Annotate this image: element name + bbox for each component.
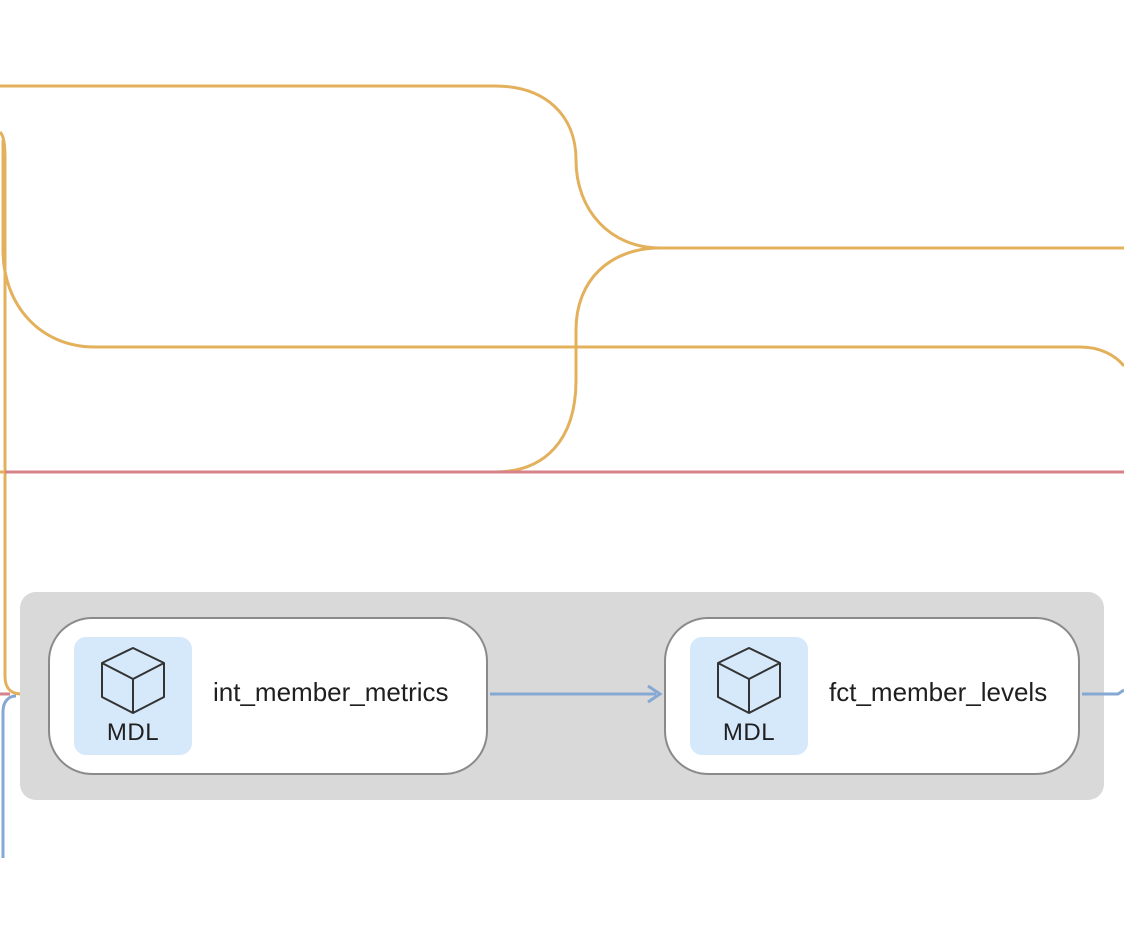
model-type-badge: MDL (690, 637, 808, 755)
edge-orange-top (0, 84, 1124, 250)
model-type-badge: MDL (74, 637, 192, 755)
cube-icon (717, 647, 781, 714)
edge-orange-curve-right (1, 140, 1124, 367)
edge-orange-lower (0, 246, 661, 474)
edge-blue-left (1, 694, 17, 858)
badge-label: MDL (722, 719, 776, 746)
node-int-member-metrics[interactable]: MDL int_member_metrics (48, 617, 488, 775)
badge-label: MDL (106, 719, 160, 746)
node-fct-member-levels[interactable]: MDL fct_member_levels (664, 617, 1080, 775)
edge-orange-vertical (0, 130, 34, 696)
node-label: fct_member_levels (829, 677, 1048, 707)
node-label: int_member_metrics (213, 677, 449, 707)
cube-icon (101, 647, 165, 714)
